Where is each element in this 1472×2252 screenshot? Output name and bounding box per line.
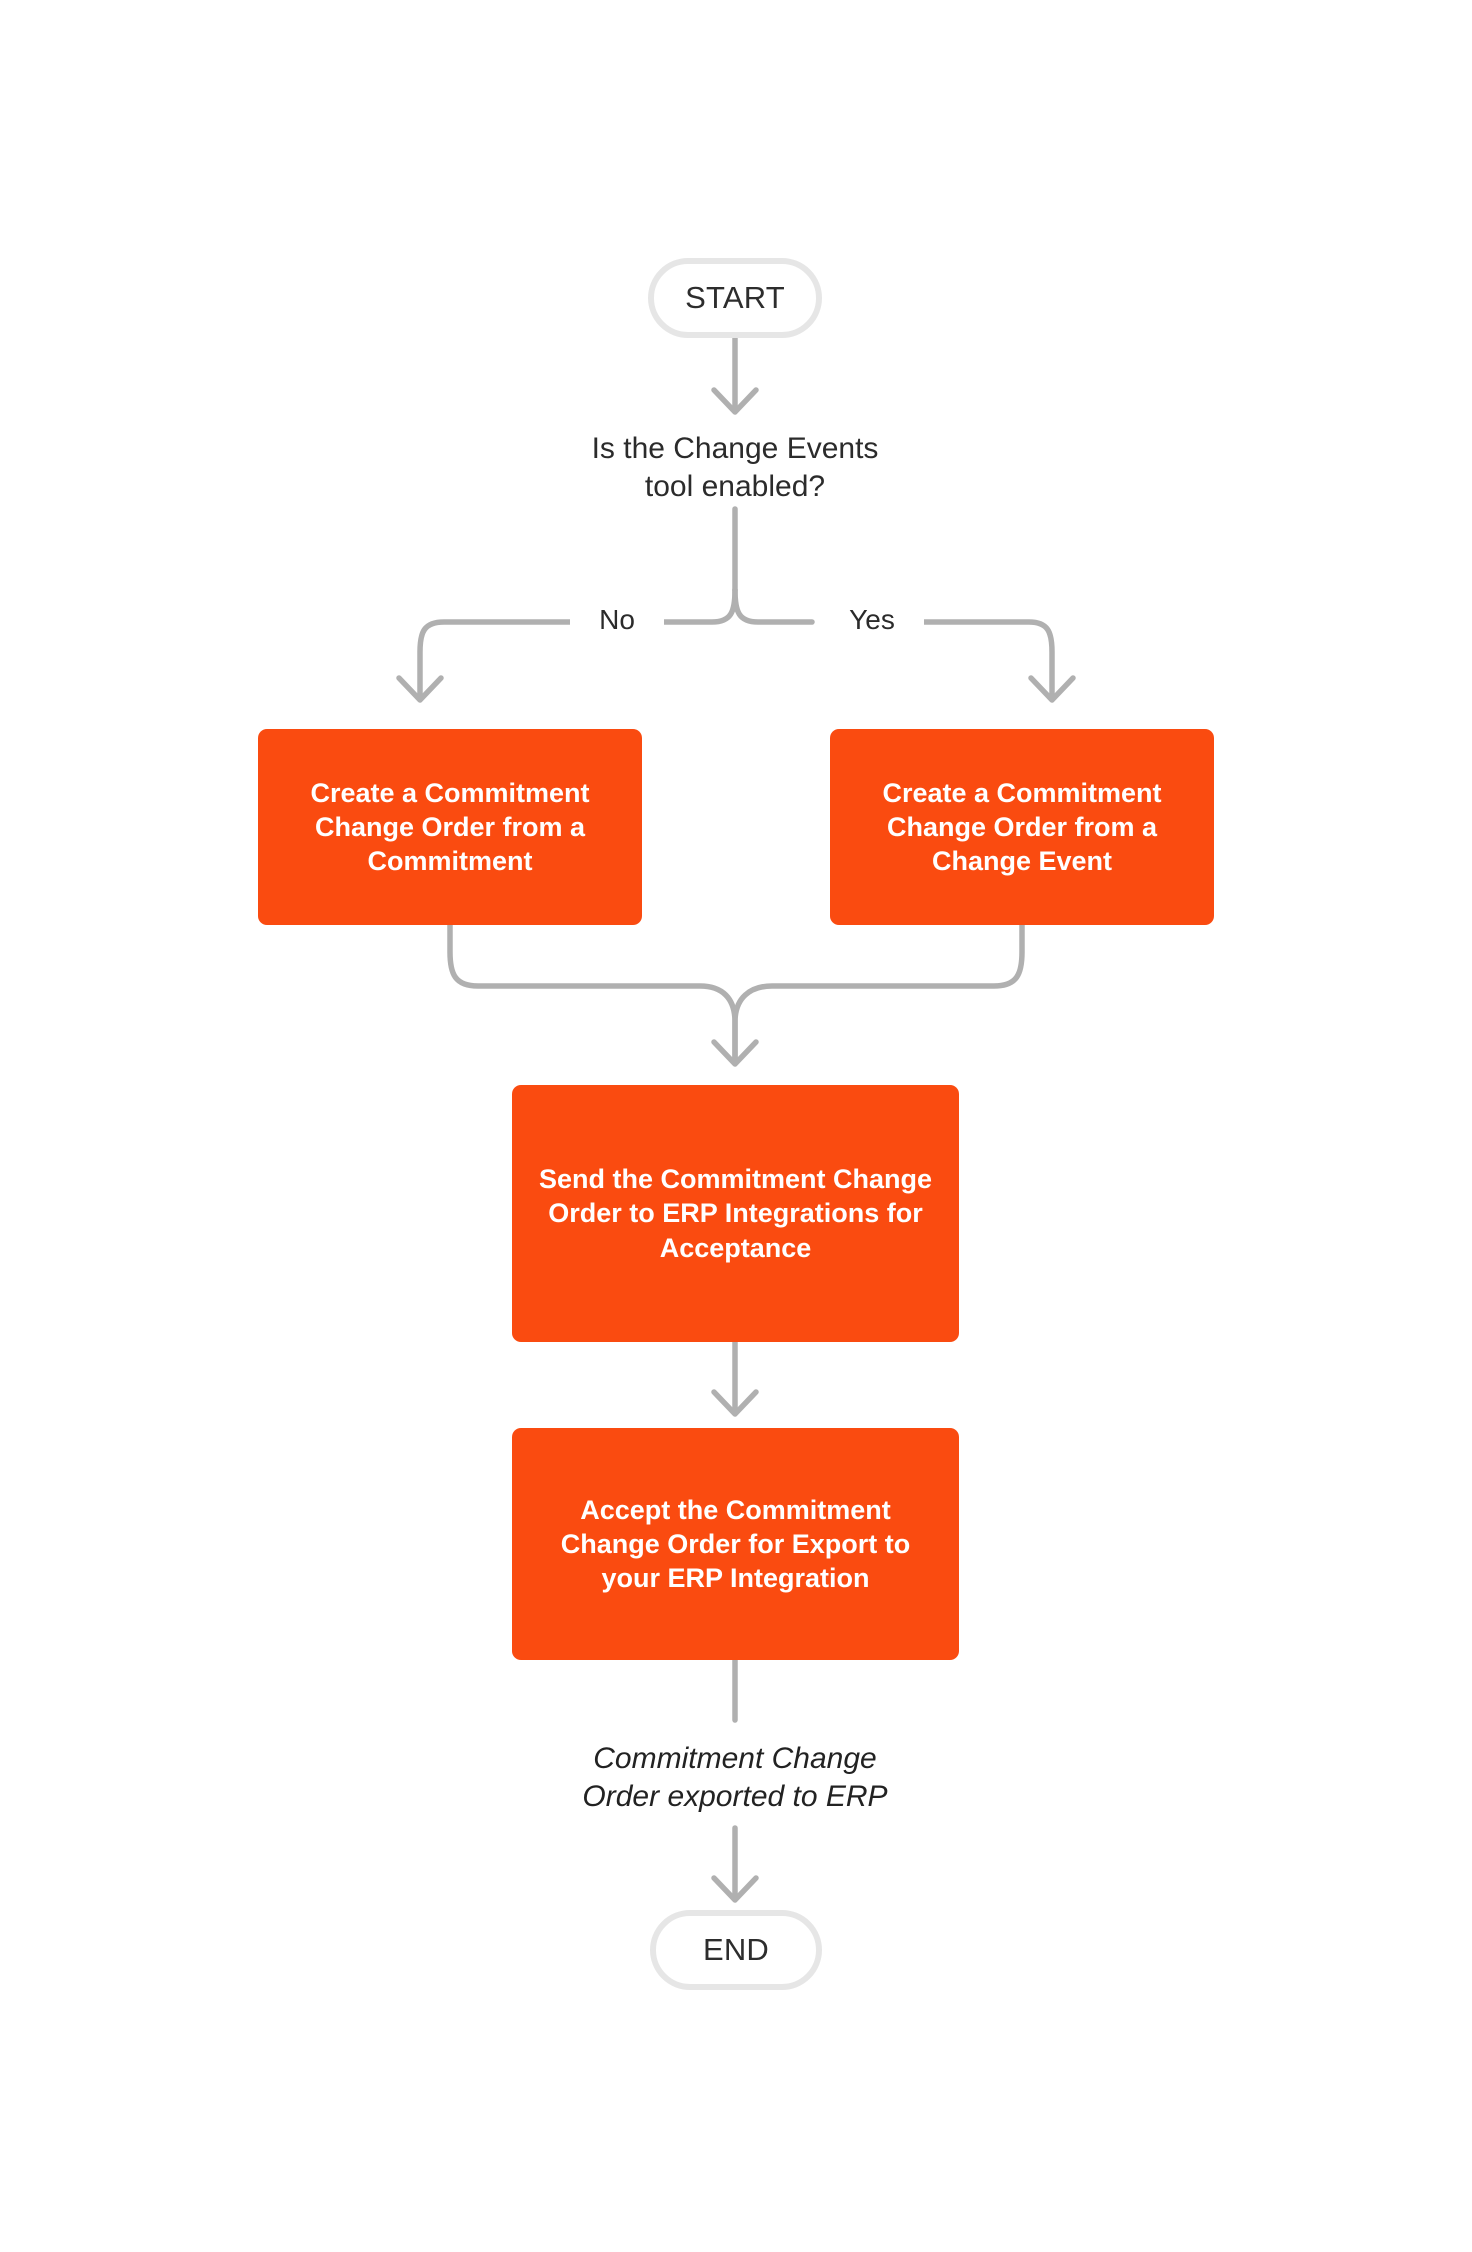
branch-label-yes: Yes <box>820 604 924 636</box>
arrowhead-merge-to-send <box>711 1039 759 1067</box>
arrowhead-outcome-to-end <box>711 1875 759 1903</box>
connector-split-right-stub <box>732 587 815 625</box>
arrowhead-send-to-accept <box>711 1389 759 1417</box>
outcome-annotation-label: Commitment Change Order exported to ERP <box>582 1742 888 1814</box>
arrowhead-yes-branch <box>1028 675 1076 703</box>
connector-left-merge <box>447 922 738 1063</box>
process-create-cco-from-change-event[interactable]: Create a Commitment Change Order from a … <box>830 729 1214 925</box>
arrowhead-start-to-decision <box>711 387 759 415</box>
process-accept-cco-for-export[interactable]: Accept the Commitment Change Order for E… <box>512 1428 959 1660</box>
branch-label-no: No <box>570 604 664 636</box>
connector-right-merge <box>732 922 1025 1063</box>
decision-question-label: Is the Change Events tool enabled? <box>591 432 879 504</box>
start-node[interactable]: START <box>648 258 822 338</box>
connector-no-branch <box>417 619 583 701</box>
connector-split-left-stub <box>657 587 738 625</box>
process-create-cco-from-commitment[interactable]: Create a Commitment Change Order from a … <box>258 729 642 925</box>
process-send-cco-to-erp-integrations[interactable]: Send the Commitment Change Order to ERP … <box>512 1085 959 1342</box>
arrowhead-no-branch <box>396 675 444 703</box>
end-node[interactable]: END <box>650 1910 822 1990</box>
